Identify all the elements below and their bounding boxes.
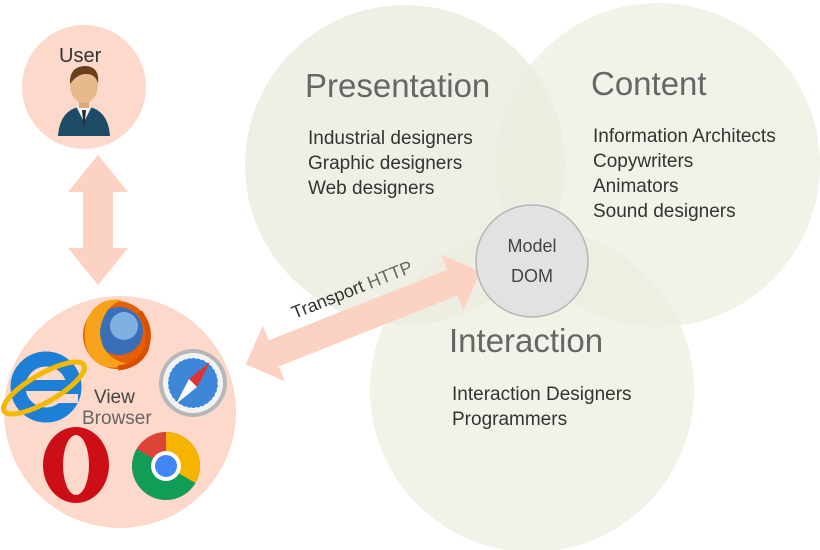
chrome-icon [132, 432, 200, 500]
internet-explorer-icon [1, 351, 87, 423]
model-dom-circle [475, 204, 589, 318]
presentation-roles-list: Industrial designers Graphic designers W… [308, 126, 473, 201]
user-browser-double-arrow [68, 155, 128, 285]
view-label: View [94, 387, 135, 408]
dom-label: DOM [511, 266, 553, 286]
user-label: User [59, 45, 102, 67]
list-item: Graphic designers [308, 153, 463, 174]
presentation-title: Presentation [305, 67, 491, 104]
list-item: Industrial designers [308, 128, 473, 149]
user-avatar-icon [58, 66, 110, 136]
safari-icon [159, 349, 227, 417]
interaction-circle [370, 228, 694, 550]
browser-label: Browser [82, 408, 152, 429]
list-item: Animators [593, 176, 679, 197]
list-item: Web designers [308, 178, 435, 199]
list-item: Sound designers [593, 201, 736, 222]
content-title: Content [591, 65, 707, 102]
opera-icon [43, 427, 109, 503]
interaction-roles-list: Interaction Designers Programmers [452, 382, 632, 432]
interaction-title: Interaction [449, 322, 604, 359]
firefox-icon [83, 299, 151, 371]
model-label: Model [507, 236, 557, 256]
transport-double-arrow [245, 254, 481, 382]
list-item: Interaction Designers [452, 384, 632, 405]
list-item: Programmers [452, 409, 568, 430]
list-item: Information Architects [593, 126, 776, 147]
content-roles-list: Information Architects Copywriters Anima… [593, 124, 776, 224]
list-item: Copywriters [593, 151, 694, 172]
